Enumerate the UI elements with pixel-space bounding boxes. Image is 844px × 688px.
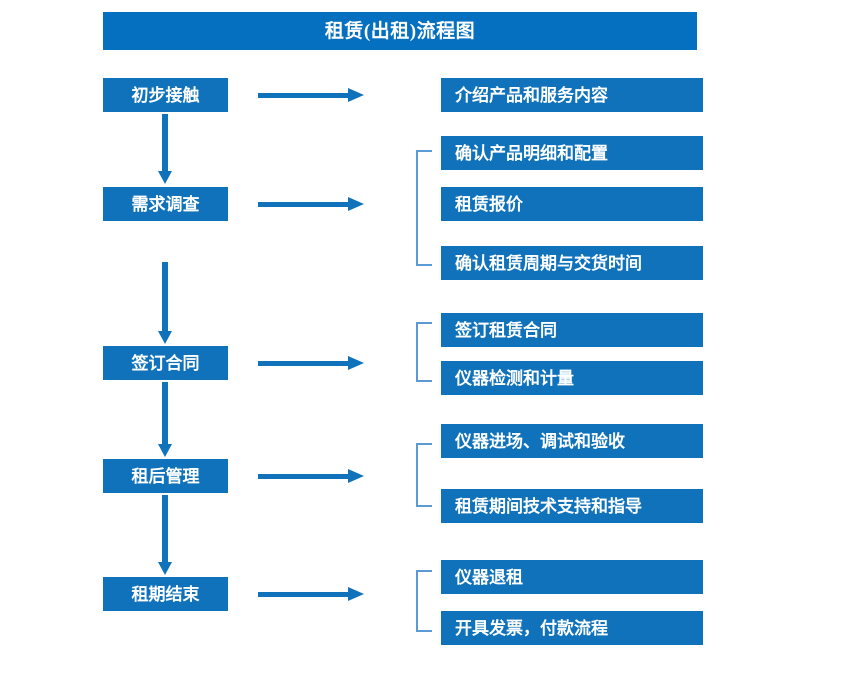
detail-box-instrument-delivery-commissioning[interactable]: 仪器进场、调试和验收 <box>441 424 703 458</box>
arrow-shaft <box>258 361 350 366</box>
arrow-head <box>158 171 172 184</box>
arrow-head <box>348 197 364 211</box>
detail-box-introduce-products[interactable]: 介绍产品和服务内容 <box>441 78 703 112</box>
vertical-arrow-postlease-to-leaseend <box>158 495 172 575</box>
arrow-head <box>158 331 172 344</box>
vertical-arrow-survey-to-contract <box>158 262 172 344</box>
arrow-shaft <box>162 262 168 331</box>
detail-label: 开具发票，付款流程 <box>455 618 608 638</box>
detail-box-instrument-return[interactable]: 仪器退租 <box>441 560 703 594</box>
detail-label: 确认租赁周期与交货时间 <box>455 253 642 273</box>
arrow-shaft <box>162 495 168 562</box>
detail-label: 仪器进场、调试和验收 <box>455 431 625 451</box>
arrow-shaft <box>258 474 350 479</box>
arrow-head <box>348 356 364 370</box>
arrow-head <box>158 562 172 575</box>
arrow-head <box>348 469 364 483</box>
chart-title-banner: 租赁(出租)流程图 <box>103 12 697 50</box>
arrow-shaft <box>258 592 350 597</box>
stage-box-initial-contact[interactable]: 初步接触 <box>103 78 228 112</box>
detail-label: 签订租赁合同 <box>455 320 557 340</box>
detail-box-confirm-product-config[interactable]: 确认产品明细和配置 <box>441 136 703 170</box>
arrow-head <box>348 88 364 102</box>
stage-box-sign-contract[interactable]: 签订合同 <box>103 346 228 380</box>
arrow-shaft <box>162 114 168 171</box>
stage-box-post-lease-management[interactable]: 租后管理 <box>103 459 228 493</box>
arrow-head <box>348 587 364 601</box>
detail-label: 租赁期间技术支持和指导 <box>455 496 642 516</box>
detail-box-technical-support[interactable]: 租赁期间技术支持和指导 <box>441 489 703 523</box>
arrow-shaft <box>258 202 350 207</box>
stage-label: 初步接触 <box>131 85 200 105</box>
horizontal-arrow-initial-contact <box>258 88 364 102</box>
horizontal-arrow-sign-contract <box>258 356 364 370</box>
stage-label: 需求调查 <box>131 194 200 214</box>
arrow-shaft <box>258 93 350 98</box>
stage-box-lease-end[interactable]: 租期结束 <box>103 577 228 611</box>
vertical-arrow-contact-to-survey <box>158 114 172 184</box>
detail-label: 仪器检测和计量 <box>455 368 574 388</box>
group-bracket-post-lease-management <box>416 443 432 507</box>
arrow-head <box>158 444 172 457</box>
detail-box-sign-lease-contract[interactable]: 签订租赁合同 <box>441 313 703 347</box>
stage-box-requirement-survey[interactable]: 需求调查 <box>103 187 228 221</box>
group-bracket-sign-contract <box>416 322 432 382</box>
horizontal-arrow-requirement-survey <box>258 197 364 211</box>
group-bracket-requirement-survey <box>416 150 432 266</box>
page-title: 租赁(出租)流程图 <box>324 20 476 42</box>
detail-box-invoice-payment[interactable]: 开具发票，付款流程 <box>441 611 703 645</box>
detail-label: 确认产品明细和配置 <box>455 143 608 163</box>
detail-label: 仪器退租 <box>455 567 523 587</box>
vertical-arrow-contract-to-postlease <box>158 382 172 457</box>
detail-box-lease-quotation[interactable]: 租赁报价 <box>441 187 703 221</box>
stage-label: 租后管理 <box>131 466 200 486</box>
horizontal-arrow-lease-end <box>258 587 364 601</box>
detail-label: 租赁报价 <box>455 194 523 214</box>
group-bracket-lease-end <box>416 570 432 632</box>
stage-label: 签订合同 <box>131 353 200 373</box>
horizontal-arrow-post-lease-management <box>258 469 364 483</box>
detail-box-confirm-lease-period[interactable]: 确认租赁周期与交货时间 <box>441 246 703 280</box>
detail-label: 介绍产品和服务内容 <box>455 85 608 105</box>
detail-box-instrument-inspection[interactable]: 仪器检测和计量 <box>441 361 703 395</box>
stage-label: 租期结束 <box>131 584 200 604</box>
arrow-shaft <box>162 382 168 444</box>
